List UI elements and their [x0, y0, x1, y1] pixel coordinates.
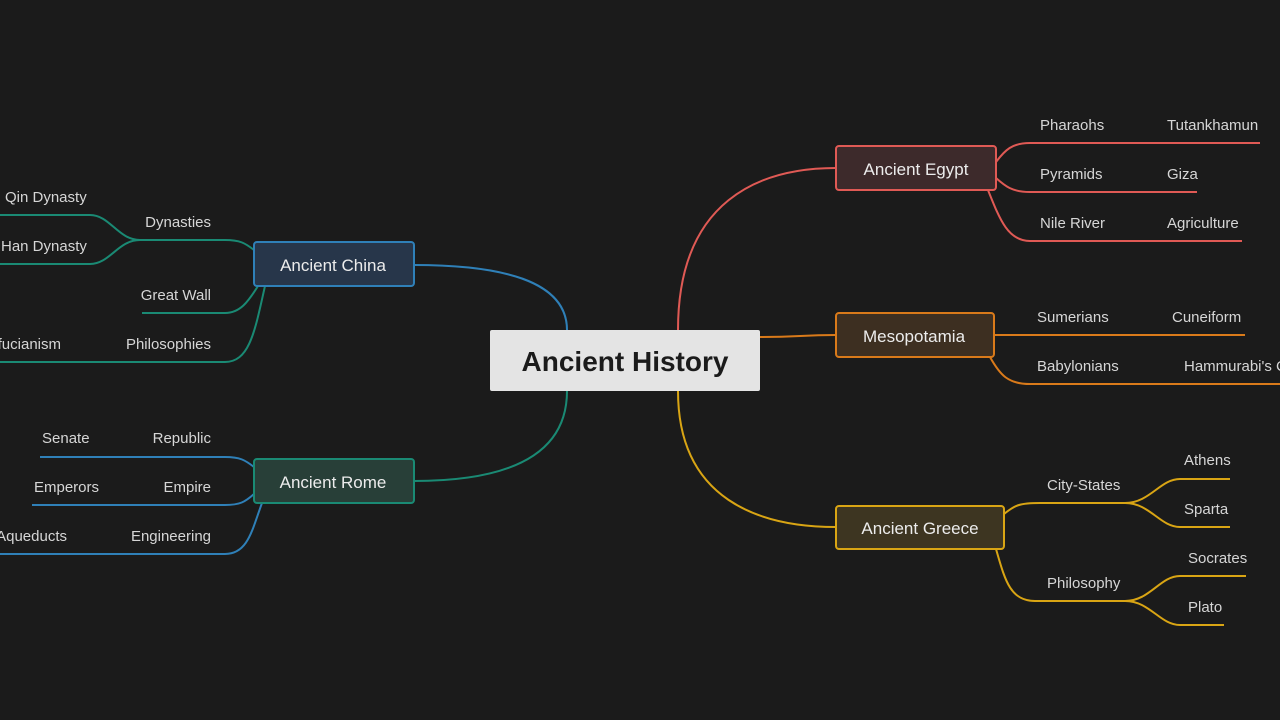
china-branches: [0, 214, 266, 363]
leaf-agriculture[interactable]: Agriculture: [1167, 215, 1239, 232]
leaf-senate[interactable]: Senate: [42, 430, 90, 447]
connector-greece: [677, 390, 837, 528]
center-node[interactable]: Ancient History: [490, 330, 760, 391]
leaf-dynasties[interactable]: Dynasties: [145, 214, 211, 231]
mesopotamia-branches: [989, 334, 1280, 385]
leaf-nile-river[interactable]: Nile River: [1040, 215, 1105, 232]
leaf-athens[interactable]: Athens: [1184, 452, 1231, 469]
leaf-philosophy[interactable]: Philosophy: [1047, 575, 1121, 592]
node-ancient-greece[interactable]: Ancient Greece: [835, 505, 1005, 550]
center-label: Ancient History: [522, 346, 729, 377]
connector-mesopotamia: [759, 334, 837, 338]
leaf-socrates[interactable]: Socrates: [1188, 550, 1247, 567]
leaf-sumerians[interactable]: Sumerians: [1037, 309, 1109, 326]
rome-branches: [0, 456, 263, 555]
greece-branches: [995, 478, 1246, 626]
egypt-branches: [987, 142, 1260, 242]
leaf-hammurabis-code[interactable]: Hammurabi's Code: [1184, 358, 1280, 375]
leaf-pharaohs[interactable]: Pharaohs: [1040, 117, 1104, 134]
leaf-city-states[interactable]: City-States: [1047, 477, 1120, 494]
node-label: Ancient Egypt: [864, 160, 969, 179]
leaf-republic[interactable]: Republic: [153, 430, 212, 447]
leaf-engineering[interactable]: Engineering: [131, 528, 211, 545]
leaf-emperors[interactable]: Emperors: [34, 479, 99, 496]
node-label: Ancient China: [280, 256, 386, 275]
connector-egypt: [677, 167, 837, 331]
node-label: Mesopotamia: [863, 327, 966, 346]
leaf-confucianism[interactable]: Confucianism: [0, 336, 61, 353]
leaf-philosophies[interactable]: Philosophies: [126, 336, 211, 353]
leaf-tutankhamun[interactable]: Tutankhamun: [1167, 117, 1258, 134]
leaf-great-wall[interactable]: Great Wall: [141, 287, 211, 304]
node-ancient-rome[interactable]: Ancient Rome: [253, 458, 415, 504]
leaf-qin-dynasty[interactable]: Qin Dynasty: [5, 189, 87, 206]
leaf-giza[interactable]: Giza: [1167, 166, 1199, 183]
node-ancient-egypt[interactable]: Ancient Egypt: [835, 145, 997, 191]
node-label: Ancient Rome: [280, 473, 387, 492]
leaf-han-dynasty[interactable]: Han Dynasty: [1, 238, 87, 255]
leaf-empire[interactable]: Empire: [163, 479, 211, 496]
connector-rome: [413, 390, 568, 482]
leaf-sparta[interactable]: Sparta: [1184, 501, 1229, 518]
node-ancient-china[interactable]: Ancient China: [253, 241, 415, 287]
leaf-plato[interactable]: Plato: [1188, 599, 1222, 616]
node-mesopotamia[interactable]: Mesopotamia: [835, 312, 995, 358]
leaf-pyramids[interactable]: Pyramids: [1040, 166, 1103, 183]
leaf-aqueducts[interactable]: Aqueducts: [0, 528, 67, 545]
connector-china: [413, 264, 568, 331]
leaf-babylonians[interactable]: Babylonians: [1037, 358, 1119, 375]
leaf-cuneiform[interactable]: Cuneiform: [1172, 309, 1241, 326]
node-label: Ancient Greece: [861, 519, 978, 538]
